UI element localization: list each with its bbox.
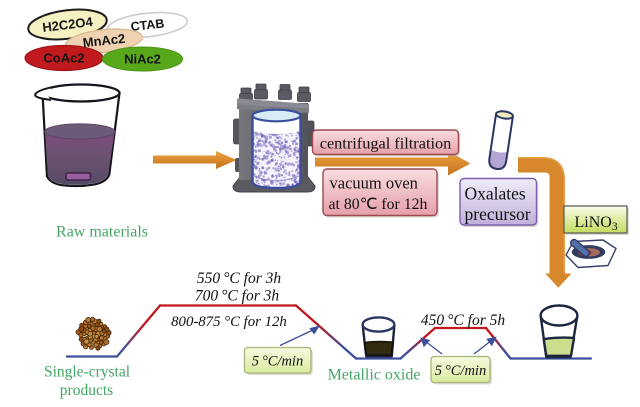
svg-text:LiNO3: LiNO3	[575, 214, 618, 233]
svg-text:5 °C/min: 5 °C/min	[252, 354, 303, 370]
svg-text:centrifugal filtration: centrifugal filtration	[320, 133, 452, 152]
svg-text:CTAB: CTAB	[130, 16, 165, 33]
svg-text:Single-crystal: Single-crystal	[44, 364, 130, 381]
svg-text:vacuum oven: vacuum oven	[330, 174, 418, 193]
svg-text:800-875 °C for 12h: 800-875 °C for 12h	[171, 314, 287, 330]
svg-text:H2C2O4: H2C2O4	[41, 14, 94, 35]
svg-text:5 °C/min: 5 °C/min	[435, 363, 486, 379]
svg-text:Oxalates: Oxalates	[465, 184, 526, 204]
svg-text:MnAc2: MnAc2	[82, 31, 126, 50]
svg-text:NiAc2: NiAc2	[124, 52, 161, 67]
svg-text:550 °C for 3h: 550 °C for 3h	[197, 270, 281, 287]
svg-text:CoAc2: CoAc2	[43, 51, 84, 66]
svg-text:products: products	[60, 382, 113, 399]
svg-text:precursor: precursor	[465, 204, 531, 224]
svg-text:at 80℃ for 12h: at 80℃ for 12h	[329, 196, 428, 213]
svg-text:Metallic oxide: Metallic oxide	[328, 367, 421, 384]
svg-text:450 °C for 5h: 450 °C for 5h	[421, 312, 505, 329]
svg-text:Raw materials: Raw materials	[56, 224, 148, 241]
svg-text:700 °C for 3h: 700 °C for 3h	[195, 288, 279, 305]
